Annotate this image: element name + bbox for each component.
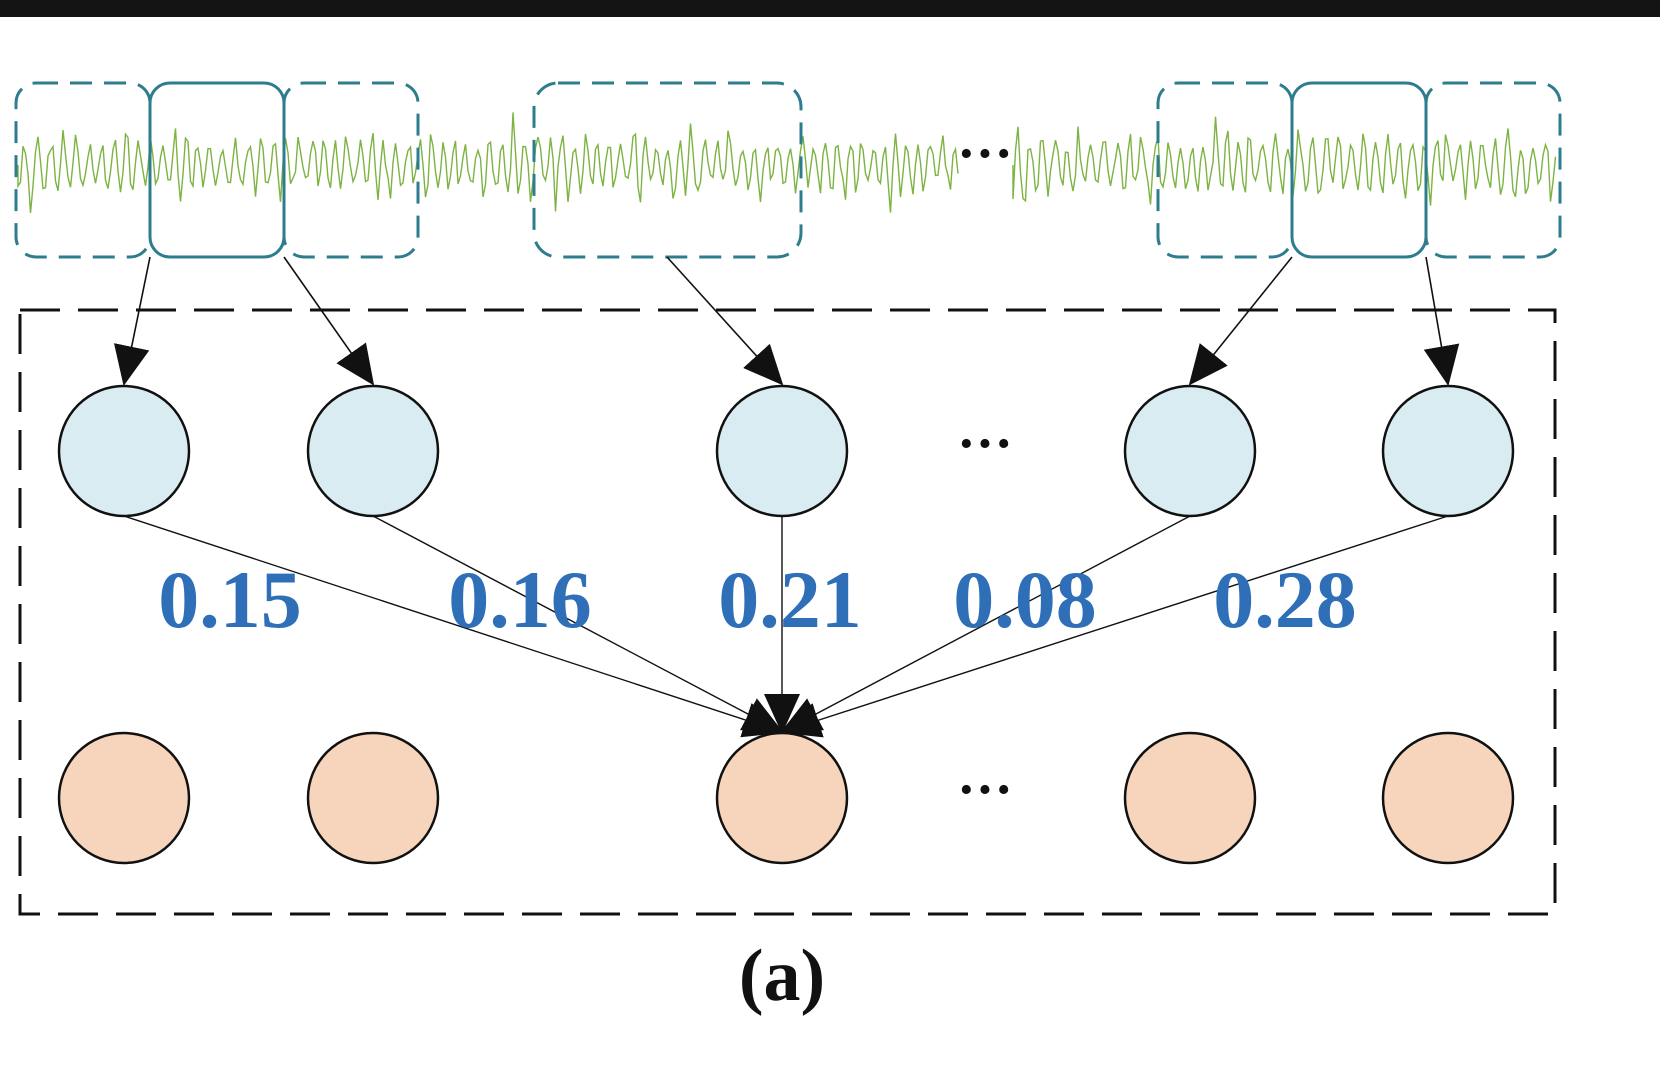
- figure-caption: (a): [739, 935, 825, 1017]
- attention-arrows: [123, 515, 1449, 738]
- weight-label-4: 0.08: [953, 554, 1097, 645]
- window-to-node-arrows: [113, 256, 1460, 386]
- top-bar: [0, 0, 1660, 17]
- output-nodes: [57, 731, 1515, 865]
- attention-arrow-4: [780, 515, 1191, 733]
- window-arrow-5: [1423, 256, 1460, 386]
- weight-label-3: 0.21: [718, 554, 862, 645]
- output-node-5: [1381, 731, 1515, 865]
- attention-arrow-5: [780, 515, 1449, 738]
- signal-window-7: [1424, 81, 1562, 259]
- signal-ellipsis-icon: ···: [957, 123, 1013, 185]
- signal-window-3: [282, 81, 420, 259]
- weight-label-2: 0.16: [448, 554, 592, 645]
- network-container: [18, 308, 1557, 916]
- weight-label-5: 0.28: [1213, 554, 1357, 645]
- input-nodes: [57, 384, 1515, 518]
- input-node-2: [306, 384, 440, 518]
- output-node-4: [1123, 731, 1257, 865]
- signal-window-1: [14, 81, 152, 259]
- output-node-1: [57, 731, 191, 865]
- output-ellipsis-icon: ···: [957, 759, 1013, 821]
- signal-window-2: [148, 81, 286, 259]
- input-node-4: [1123, 384, 1257, 518]
- signal-window-4: [532, 81, 803, 259]
- attention-weights: 0.15 0.16 0.21 0.08 0.28: [158, 554, 1357, 645]
- window-arrow-4: [1188, 256, 1293, 386]
- window-arrow-1: [113, 256, 151, 386]
- output-node-2: [306, 731, 440, 865]
- attention-arrow-1: [123, 515, 784, 738]
- signal-window-6: [1290, 81, 1428, 259]
- input-node-1: [57, 384, 191, 518]
- window-arrow-2: [283, 256, 375, 386]
- signal-window-5: [1156, 81, 1294, 259]
- input-node-5: [1381, 384, 1515, 518]
- input-node-3: [715, 384, 849, 518]
- weight-label-1: 0.15: [158, 554, 302, 645]
- signal-windows: [14, 81, 1562, 259]
- attention-arrow-2: [372, 515, 784, 733]
- output-node-3: [715, 731, 849, 865]
- input-ellipsis-icon: ···: [957, 413, 1013, 475]
- window-arrow-3: [666, 256, 784, 386]
- signal-waveform: [17, 112, 1557, 213]
